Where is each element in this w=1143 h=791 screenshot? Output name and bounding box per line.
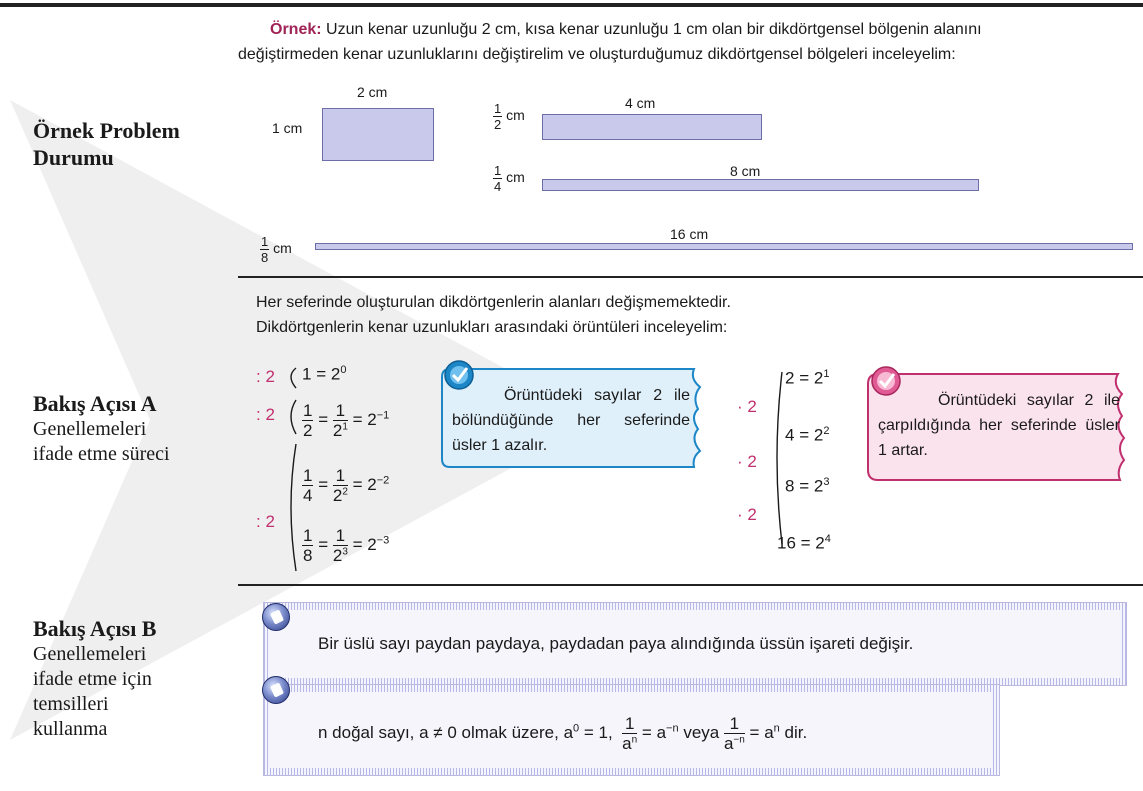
multiply-row-2: 8 = 23 xyxy=(785,476,830,496)
divider-2 xyxy=(238,584,1143,586)
rule-box-2-inner xyxy=(270,692,992,768)
view-b-desc-2: ifade etme için xyxy=(33,668,152,690)
rect1-width-label: 2 cm xyxy=(357,84,388,100)
observation-line1: Her seferinde oluşturulan dikdörtgenleri… xyxy=(256,294,731,311)
rectangle-4x-half xyxy=(542,114,762,140)
rule-1-text: Bir üslü sayı paydan paydaya, paydadan p… xyxy=(318,634,914,653)
divide-op-1: : 2 xyxy=(256,367,275,386)
section-view-b: Bakış Açısı B Genellemeleri ifade etme i… xyxy=(33,615,156,742)
divide-row-0: 1 = 20 xyxy=(302,364,347,384)
divider-1 xyxy=(238,276,1143,278)
view-b-desc-4: kullanma xyxy=(33,718,108,740)
rectangle-8x-quarter xyxy=(542,179,979,191)
rect2-width-label: 4 cm xyxy=(625,95,656,111)
section-problem-title: Örnek Problem Durumu xyxy=(33,118,180,170)
top-rule xyxy=(0,3,1143,7)
view-b-desc-1: Genellemeleri xyxy=(33,643,147,665)
disc-icon xyxy=(262,603,290,631)
multiply-op-3: · 2 xyxy=(737,505,757,524)
multiply-op-1: · 2 xyxy=(737,397,757,416)
view-a-desc-2: ifade etme süreci xyxy=(33,443,170,465)
checkmark-blue-icon xyxy=(444,360,474,390)
example-text-1: Uzun kenar uzunluğu 2 cm, kısa kenar uzu… xyxy=(326,21,982,38)
rect3-width-label: 8 cm xyxy=(730,163,761,179)
disc-icon xyxy=(262,676,290,704)
multiply-row-3: 16 = 24 xyxy=(777,533,831,553)
multiply-bracket xyxy=(776,371,783,545)
divide-brackets xyxy=(290,367,297,572)
rect4-width-label: 16 cm xyxy=(670,226,709,242)
observation-line2: Dikdörtgenlerin kenar uzunlukları arasın… xyxy=(256,319,728,336)
note-divide-text: Örüntüdeki sayılar 2 ile bölündüğünde he… xyxy=(452,387,690,454)
view-a-title: Bakış Açısı A xyxy=(33,391,157,416)
note-divide-shape xyxy=(441,368,702,468)
example-line1: Örnek: Uzun kenar uzunluğu 2 cm, kısa ke… xyxy=(270,21,1140,39)
rectangle-2x1 xyxy=(322,108,434,161)
note-multiply-text: Örüntüdeki sayılar 2 ile çarpıldığında h… xyxy=(878,392,1120,459)
note-multiply-shape xyxy=(867,373,1126,481)
section-view-a: Bakış Açısı A Genellemeleri ifade etme s… xyxy=(33,390,170,467)
checkmark-pink-icon xyxy=(871,366,901,396)
multiply-op-2: · 2 xyxy=(737,452,757,471)
rect1-height-label: 1 cm xyxy=(272,120,303,136)
view-b-desc-3: temsilleri xyxy=(33,693,109,715)
example-line2: değiştirmeden kenar uzunluklarını değişt… xyxy=(238,46,956,63)
divide-op-2: : 2 xyxy=(256,405,275,424)
multiply-row-1: 4 = 22 xyxy=(785,425,830,445)
rule-2-text: n doğal sayı, a ≠ 0 olmak üzere, a0 = 1,… xyxy=(318,714,808,753)
example-prefix: Örnek: xyxy=(270,21,322,38)
divide-op-3: : 2 xyxy=(256,512,275,531)
rectangle-16x-eighth xyxy=(315,243,1133,250)
note-divide: Örüntüdeki sayılar 2 ile bölündüğünde he… xyxy=(440,360,708,469)
view-a-desc-1: Genellemeleri xyxy=(33,418,147,440)
view-b-title: Bakış Açısı B xyxy=(33,616,157,641)
rule-box-1-inner xyxy=(270,610,1120,678)
note-multiply: Örüntüdeki sayılar 2 ile çarpıldığında h… xyxy=(866,366,1136,482)
multiply-row-0: 2 = 21 xyxy=(785,368,830,388)
